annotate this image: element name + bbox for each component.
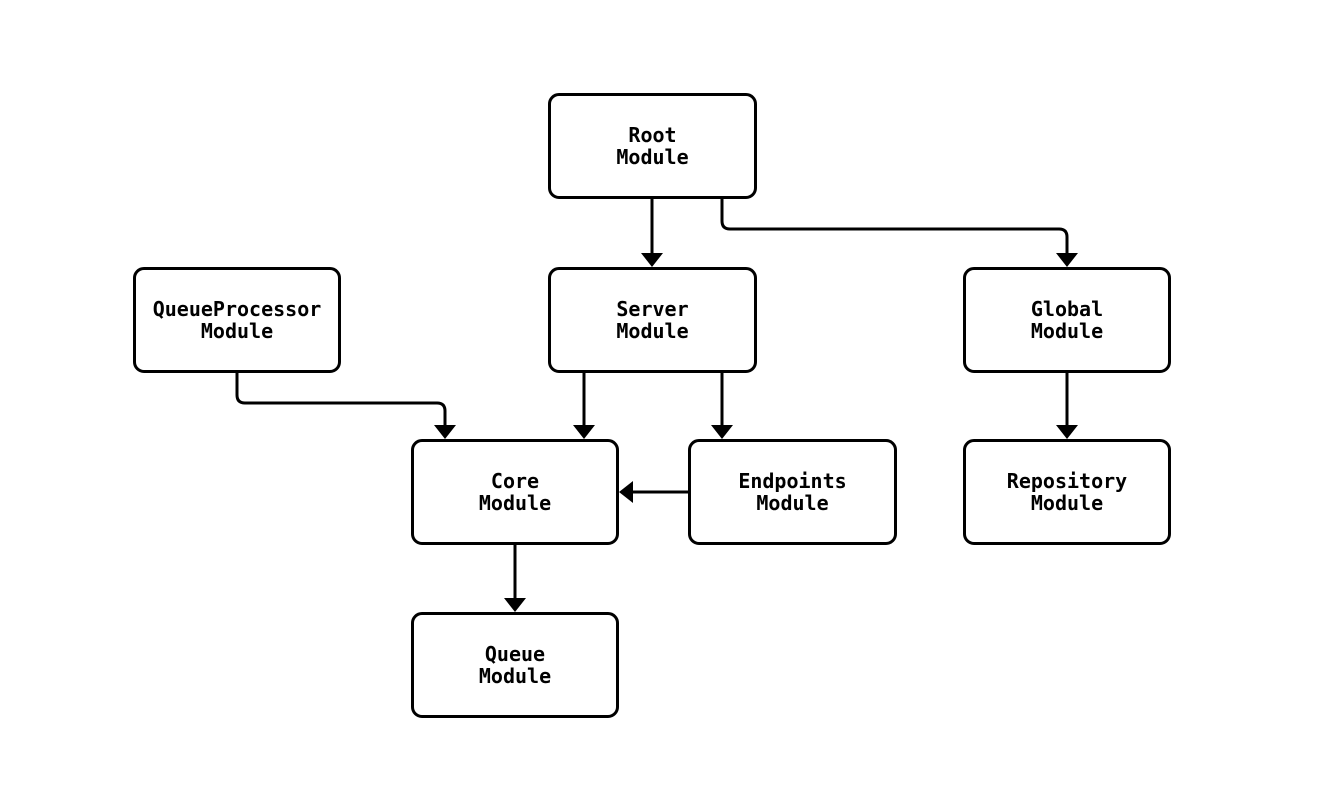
node-endpoints-module: Endpoints Module: [688, 439, 897, 545]
arrowhead-root-to-global: [1056, 253, 1078, 267]
node-queueprocessor-module: QueueProcessor Module: [133, 267, 341, 373]
node-server-module: Server Module: [548, 267, 757, 373]
node-global-module: Global Module: [963, 267, 1171, 373]
node-root-module: Root Module: [548, 93, 757, 199]
node-label-core-module: Core Module: [478, 469, 552, 515]
node-queue-module: Queue Module: [411, 612, 619, 718]
node-label-queue-module: Queue Module: [478, 642, 552, 688]
node-label-root-module: Root Module: [616, 123, 689, 169]
node-label-server-module: Server Module: [616, 297, 689, 343]
node-label-repository-module: Repository Module: [1006, 469, 1128, 515]
arrowhead-global-to-repository: [1056, 425, 1078, 439]
arrowhead-server-to-endpoints: [711, 425, 733, 439]
node-label-endpoints-module: Endpoints Module: [738, 469, 847, 515]
arrowhead-root-to-server: [641, 253, 663, 267]
edge-root-to-global: [720, 199, 1069, 253]
arrowhead-queueprocessor-to-core: [434, 425, 456, 439]
arrowhead-core-to-queue: [504, 598, 526, 612]
node-label-global-module: Global Module: [1030, 297, 1104, 343]
arrowhead-endpoints-to-core: [619, 481, 633, 503]
node-repository-module: Repository Module: [963, 439, 1171, 545]
node-core-module: Core Module: [411, 439, 619, 545]
edge-queueprocessor-to-core: [235, 373, 447, 425]
node-label-queueprocessor-module: QueueProcessor Module: [152, 297, 322, 343]
arrowhead-server-to-core: [573, 425, 595, 439]
